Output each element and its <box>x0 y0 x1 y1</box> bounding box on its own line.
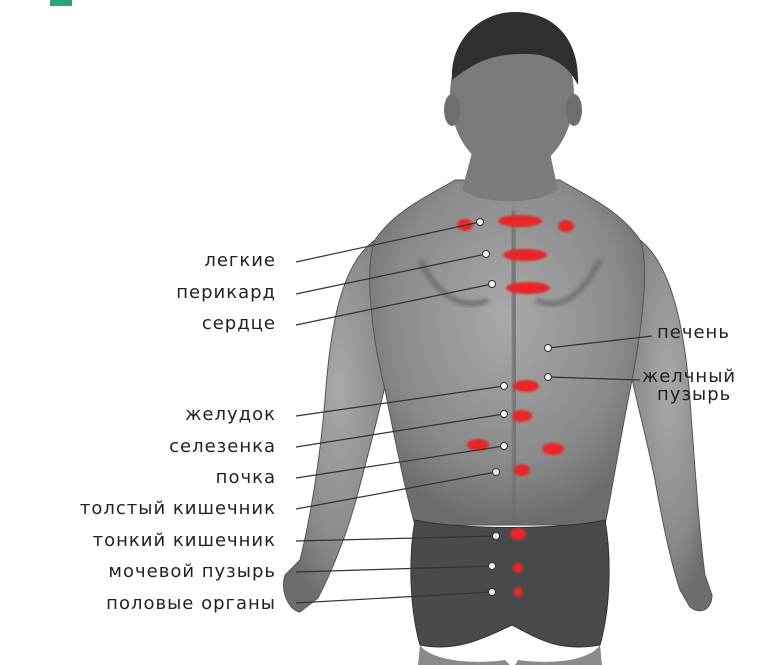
dot-gallbladder <box>545 374 552 381</box>
label-large-intestine: толстый кишечник <box>80 498 276 519</box>
marker-stomach <box>513 380 539 392</box>
label-kidney: почка <box>216 467 276 488</box>
dot-spleen <box>501 411 508 418</box>
torso <box>370 180 645 525</box>
marker-small-intestine <box>510 528 526 540</box>
label-stomach: желудок <box>185 404 276 425</box>
dot-liver <box>545 345 552 352</box>
label-small-intestine: тонкий кишечник <box>93 530 276 551</box>
dot-heart <box>489 281 496 288</box>
dot-kidney <box>501 443 508 450</box>
label-spleen: селезенка <box>169 436 276 457</box>
label-heart: сердце <box>202 313 276 334</box>
marker-kidney-right <box>542 443 564 455</box>
dot-small-intestine <box>493 533 500 540</box>
dot-stomach <box>501 383 508 390</box>
marker-large-intestine <box>514 464 530 476</box>
label-pericardium: перикард <box>176 282 276 303</box>
label-lungs: легкие <box>204 250 276 271</box>
marker-spleen <box>512 410 532 422</box>
label-gallbladder-line2: пузырь <box>657 384 731 405</box>
right-leg <box>515 645 602 665</box>
marker-pericardium <box>503 249 547 261</box>
label-bladder: мочевой пузырь <box>108 561 276 582</box>
left-ear <box>444 94 460 126</box>
dot-bladder <box>489 563 496 570</box>
marker-lungs-right <box>558 220 574 232</box>
marker-heart <box>506 282 550 294</box>
briefs <box>411 520 609 647</box>
dot-genitals <box>489 589 496 596</box>
marker-genitals <box>514 587 523 597</box>
dot-lungs <box>477 219 484 226</box>
right-ear <box>566 94 582 126</box>
marker-lungs-center <box>498 215 542 227</box>
label-genitals: половые органы <box>106 593 276 614</box>
marker-bladder <box>513 563 523 573</box>
left-leg <box>418 645 510 665</box>
label-liver: печень <box>657 322 730 343</box>
dot-large-intestine <box>493 469 500 476</box>
dot-pericardium <box>483 251 490 258</box>
